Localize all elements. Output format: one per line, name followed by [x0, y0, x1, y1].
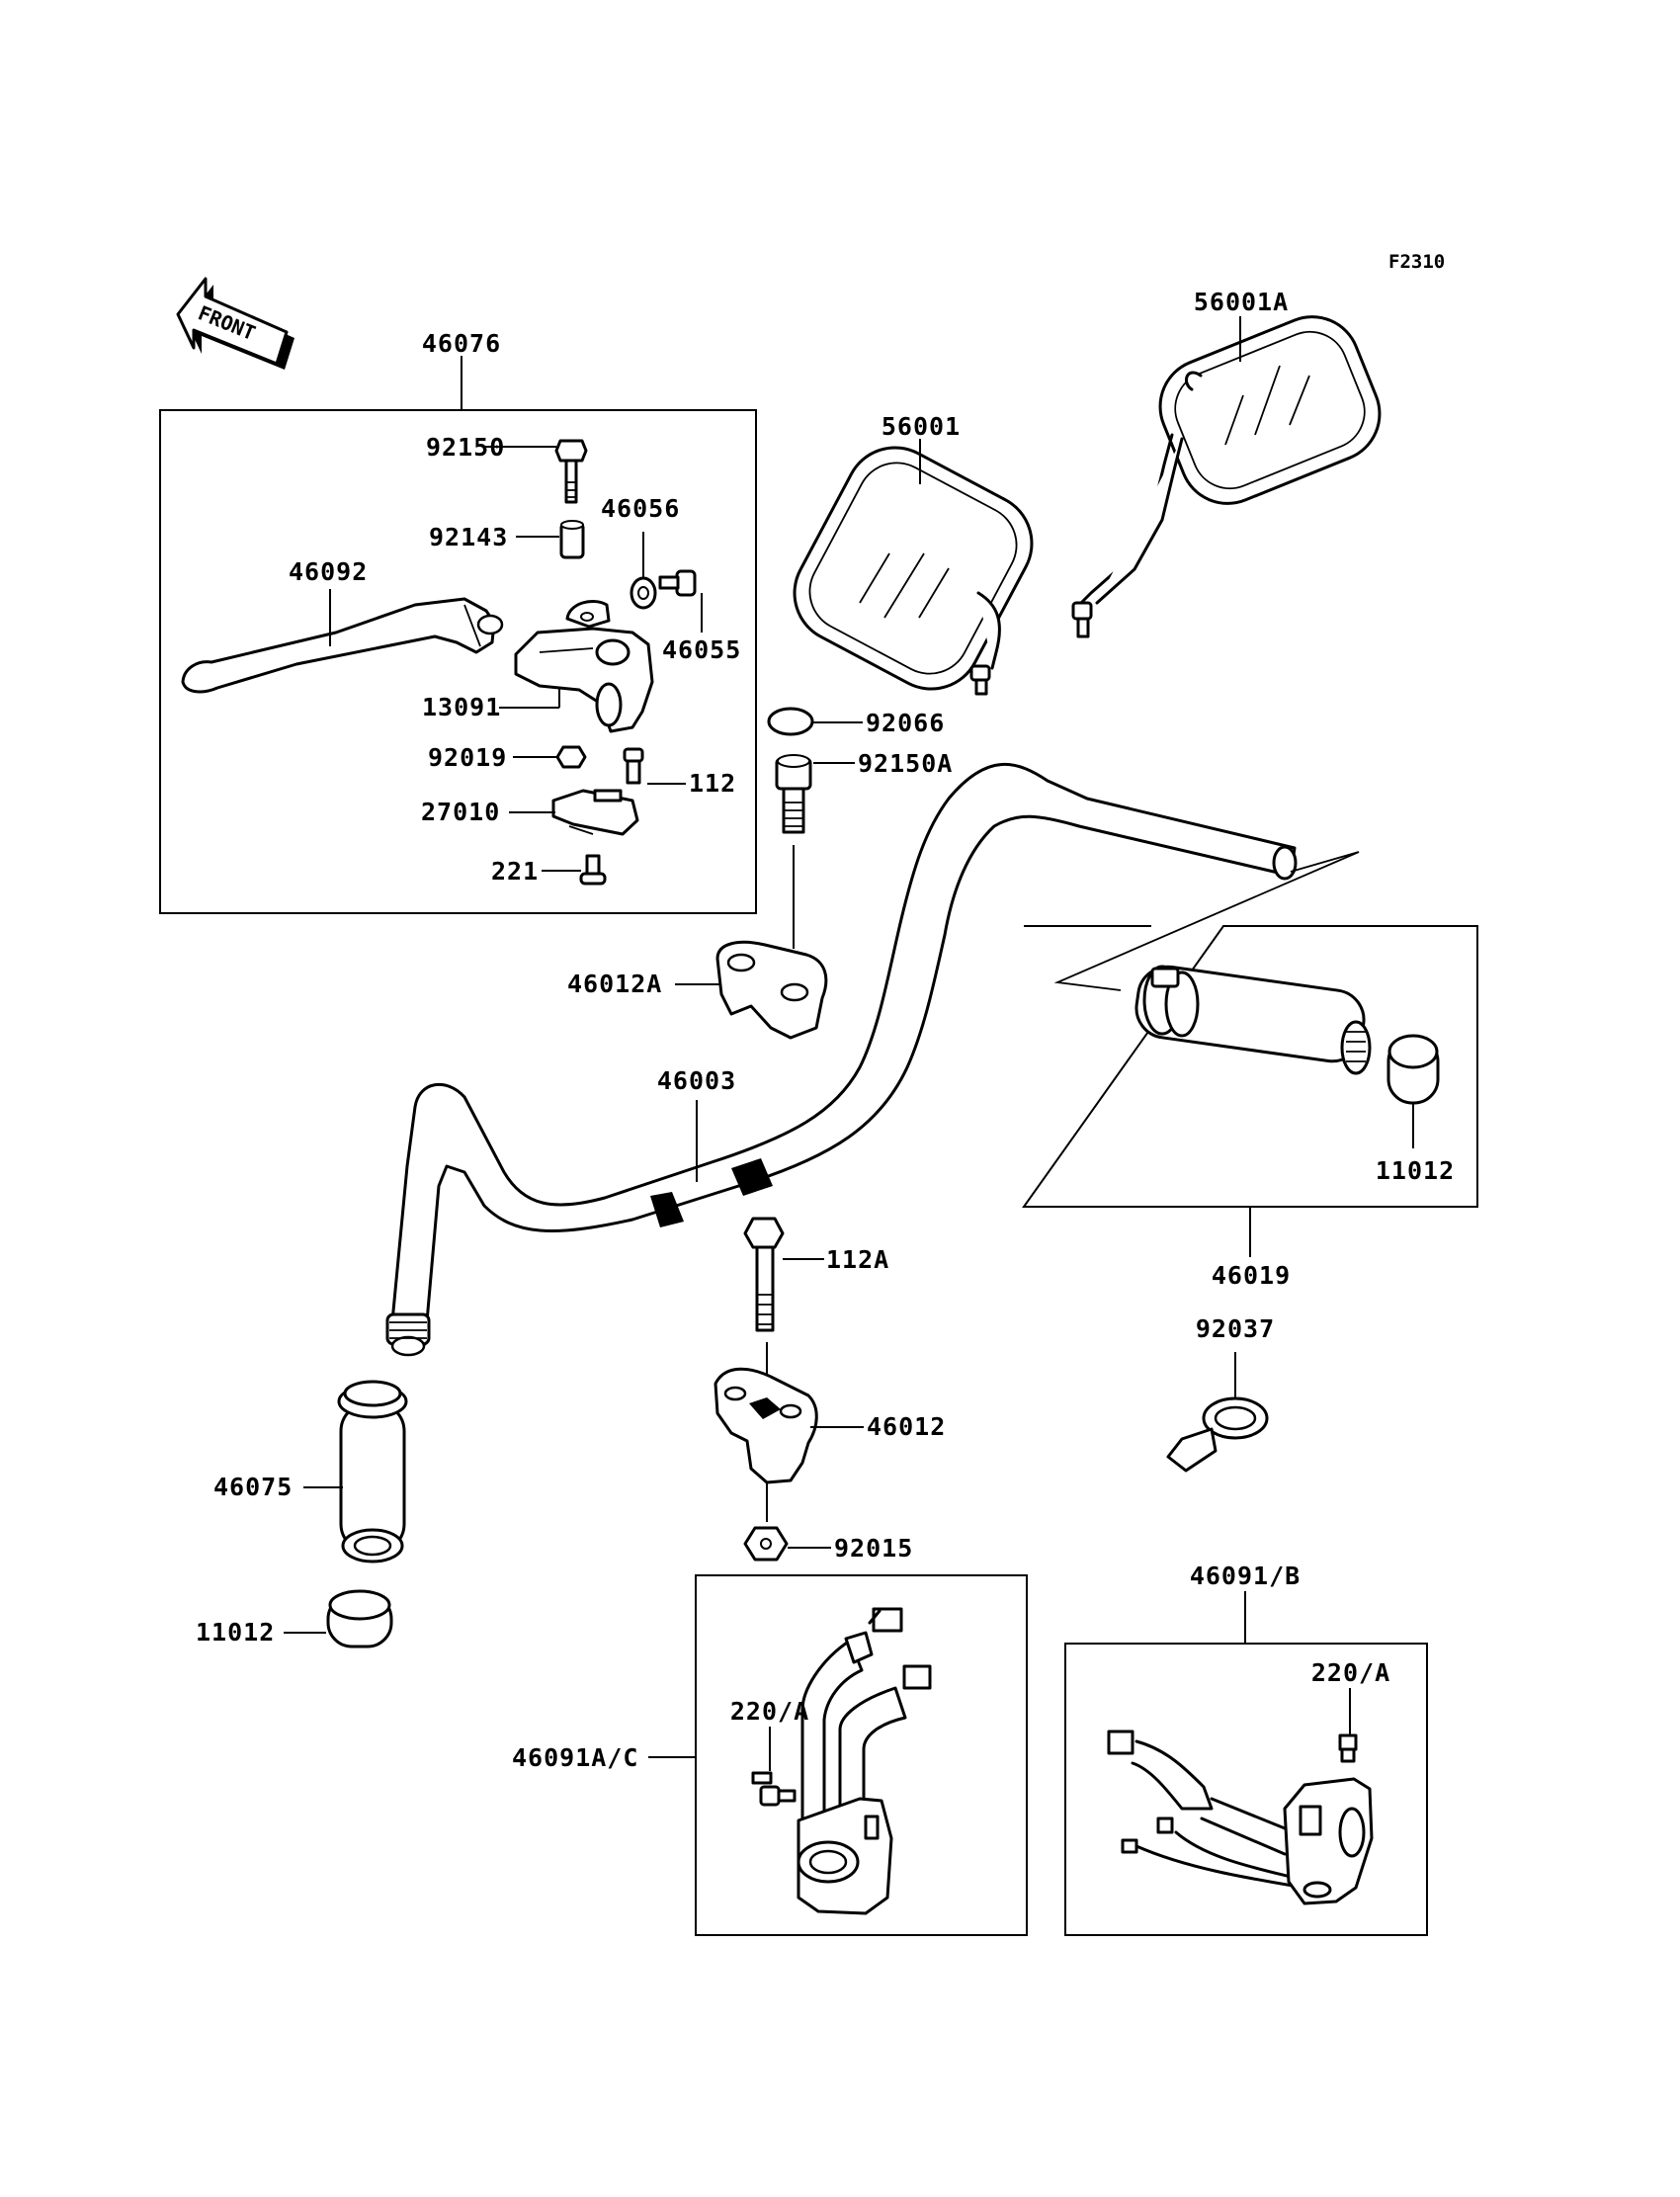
- diagram-code: F2310: [1388, 251, 1445, 273]
- label-92150A: 92150A: [858, 749, 953, 778]
- label-46076: 46076: [422, 329, 501, 358]
- left-switch-box: [695, 1574, 1028, 1936]
- label-46092: 46092: [289, 557, 368, 586]
- mirror-56001A: [1071, 315, 1382, 638]
- switch-housing-46091B: [1107, 1730, 1374, 1905]
- label-46003: 46003: [657, 1066, 736, 1095]
- label-46091B: 46091/B: [1190, 1562, 1301, 1590]
- label-46091AC: 46091A/C: [512, 1743, 638, 1772]
- nut-46056: [630, 576, 657, 610]
- label-11012-left: 11012: [196, 1618, 275, 1647]
- lever-holder-13091: [514, 600, 654, 733]
- label-92019: 92019: [428, 743, 507, 772]
- holder-46012: [714, 1367, 818, 1484]
- bolt-92150: [554, 439, 588, 504]
- mirror-56001: [793, 446, 1034, 696]
- label-27010: 27010: [421, 798, 500, 826]
- screw-220A-right: [1338, 1733, 1358, 1763]
- label-92143: 92143: [429, 523, 508, 551]
- screw-112: [623, 747, 644, 785]
- label-92150: 92150: [426, 433, 505, 462]
- cap-92066: [767, 707, 814, 736]
- nut-92015: [743, 1526, 789, 1562]
- label-46012: 46012: [867, 1412, 946, 1441]
- lever-assembly-box: [159, 409, 757, 914]
- label-92015: 92015: [834, 1534, 913, 1563]
- grip-end-cap-11012-right: [1386, 1034, 1440, 1105]
- label-220A-left: 220/A: [730, 1697, 809, 1726]
- nut-92019: [555, 745, 587, 769]
- collar-92143: [559, 520, 585, 559]
- label-112A: 112A: [826, 1245, 889, 1274]
- clamp-92037: [1166, 1396, 1269, 1473]
- label-56001: 56001: [882, 412, 961, 441]
- throttle-grip-46019: [1134, 965, 1372, 1075]
- screw-220A-left: [751, 1771, 797, 1807]
- label-46075: 46075: [213, 1473, 293, 1501]
- right-switch-box: [1064, 1643, 1428, 1936]
- label-92066: 92066: [866, 709, 945, 737]
- label-11012-right: 11012: [1376, 1156, 1455, 1185]
- label-13091: 13091: [422, 693, 501, 721]
- label-46019: 46019: [1212, 1261, 1291, 1290]
- label-221: 221: [491, 857, 539, 886]
- label-46012A: 46012A: [567, 970, 662, 998]
- label-112: 112: [689, 769, 736, 798]
- label-220A-right: 220/A: [1311, 1658, 1390, 1687]
- screw-46055: [658, 569, 697, 597]
- lever-46092: [181, 597, 504, 694]
- label-92037: 92037: [1196, 1314, 1275, 1343]
- switch-27010: [551, 789, 639, 836]
- label-46056: 46056: [601, 494, 680, 523]
- grip-46075: [337, 1380, 408, 1563]
- bolt-92150A: [775, 754, 812, 834]
- holder-46012A: [715, 940, 828, 1040]
- grip-end-cap-11012-left: [326, 1589, 393, 1648]
- label-46055: 46055: [662, 635, 741, 664]
- screw-221: [579, 854, 607, 886]
- switch-housing-46091AC: [797, 1607, 932, 1915]
- bolt-112A: [743, 1217, 785, 1332]
- front-arrow-icon: FRONT: [176, 277, 294, 370]
- label-56001A: 56001A: [1194, 288, 1289, 316]
- throttle-grip-box: [1022, 925, 1478, 1208]
- handlebar-46003: [385, 763, 1298, 1357]
